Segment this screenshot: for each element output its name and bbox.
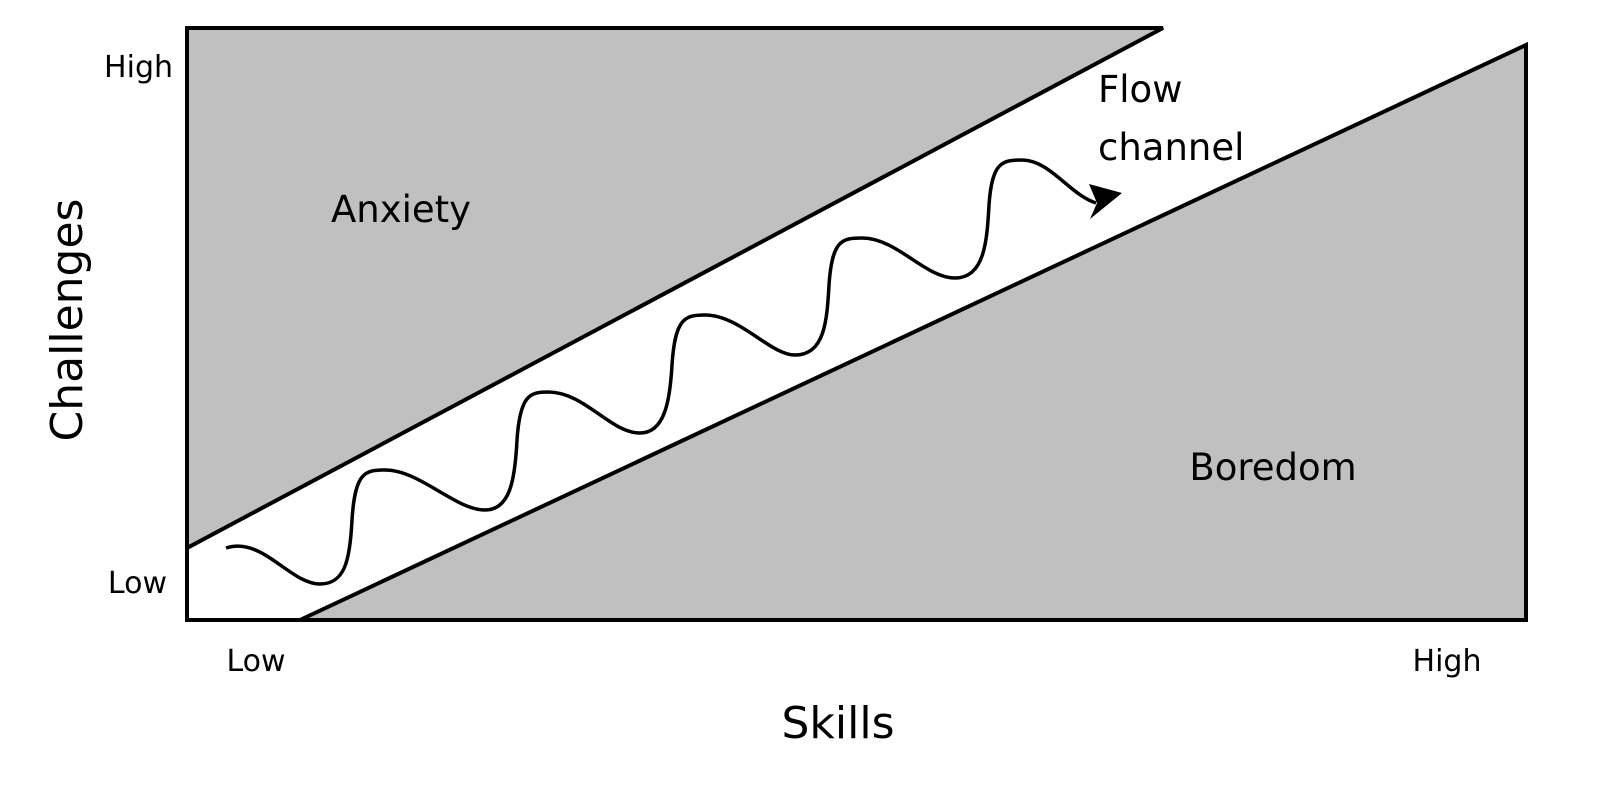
flow-label: Flow [1098,68,1182,111]
x-low-label: Low [226,644,285,679]
x-axis-title: Skills [781,698,894,749]
anxiety-label: Anxiety [331,188,471,231]
x-high-label: High [1413,644,1482,679]
y-low-label: Low [108,566,167,601]
y-high-label: High [104,50,173,85]
boredom-label: Boredom [1189,446,1356,489]
channel-label: channel [1098,126,1244,169]
y-axis-title: Challenges [42,199,93,442]
arrowhead-icon [1089,184,1122,219]
flow-wave-path [225,158,1097,586]
